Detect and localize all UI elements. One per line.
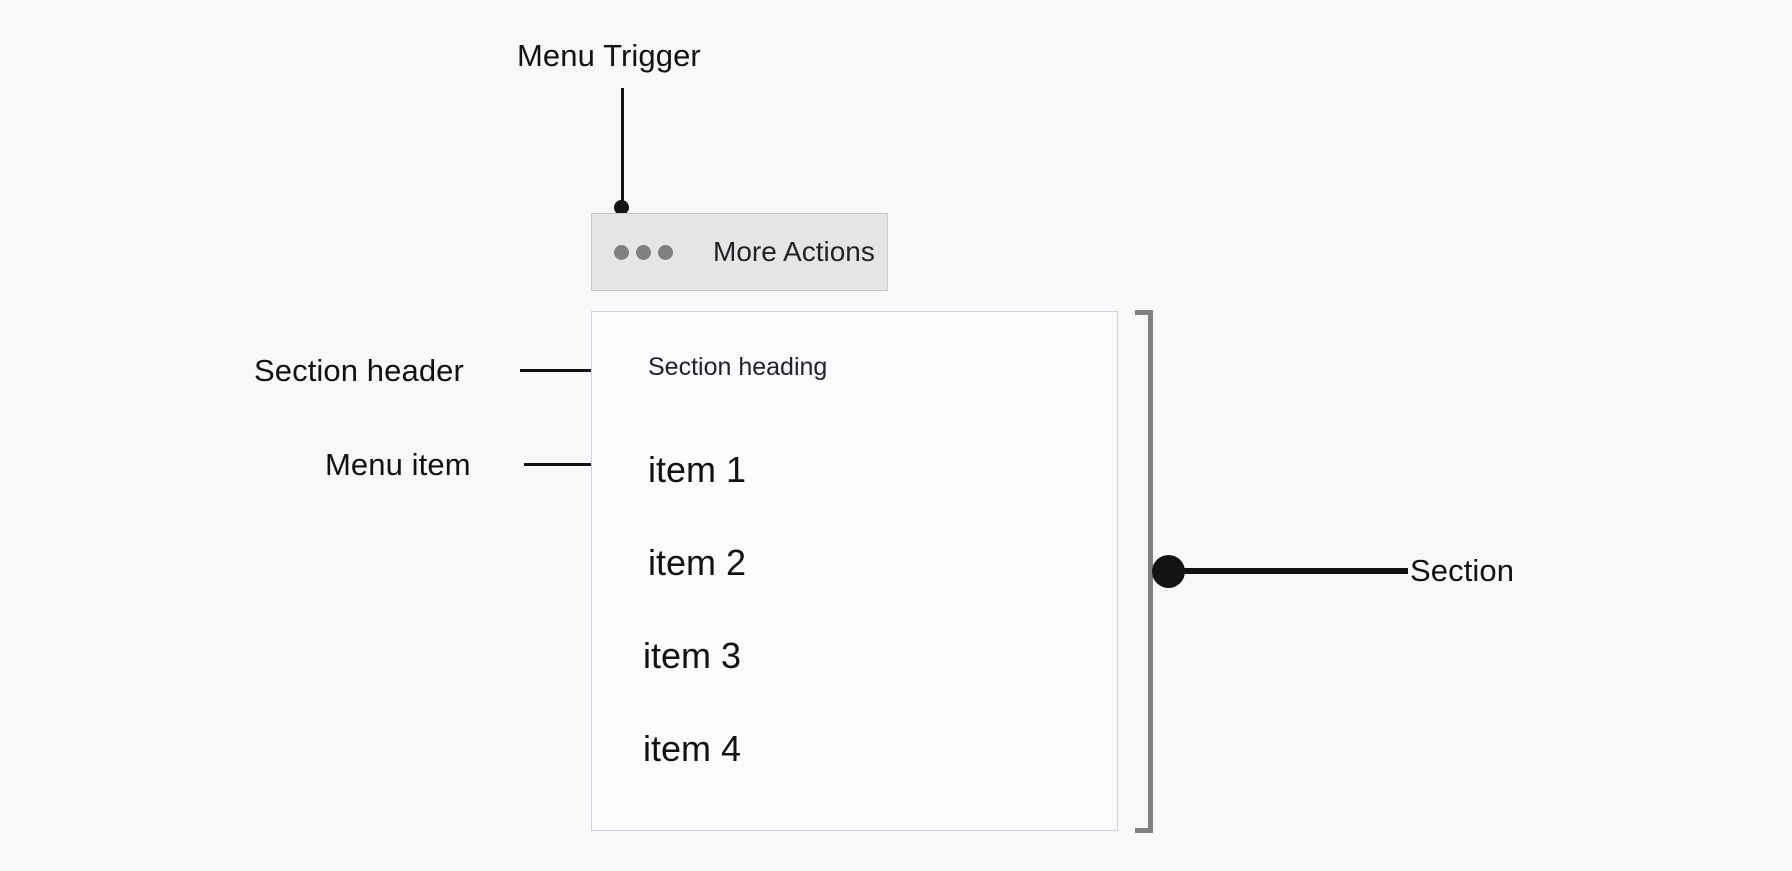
trigger-button-label: More Actions <box>713 236 875 267</box>
leader-line-section <box>1168 568 1408 574</box>
more-dot-1 <box>614 244 629 260</box>
section-heading-label: Section heading <box>648 353 828 381</box>
more-dot-3 <box>658 244 673 260</box>
leader-line-menu-trigger <box>621 88 624 207</box>
annotation-label-menu-item: Menu item <box>325 447 471 482</box>
leader-line-menu-item <box>524 463 638 466</box>
annotation-label-section: Section <box>1410 553 1515 588</box>
section-range-bracket <box>1135 310 1153 833</box>
leader-line-section-header <box>520 369 638 372</box>
more-horizontal-icon <box>614 244 673 260</box>
more-actions-trigger-button[interactable]: More Actions <box>591 213 888 291</box>
menu-item-3[interactable]: item 3 <box>643 635 742 676</box>
menu-item-1[interactable]: item 1 <box>648 449 747 490</box>
annotation-label-section-header: Section header <box>254 353 464 388</box>
more-dot-2 <box>636 244 651 260</box>
annotation-label-menu-trigger: Menu Trigger <box>517 38 701 73</box>
leader-dot-menu-trigger <box>614 200 629 215</box>
menu-item-2[interactable]: item 2 <box>648 542 747 583</box>
menu-popup-panel: Section heading item 1 item 2 item 3 ite… <box>591 311 1118 831</box>
menu-item-4[interactable]: item 4 <box>643 728 742 769</box>
